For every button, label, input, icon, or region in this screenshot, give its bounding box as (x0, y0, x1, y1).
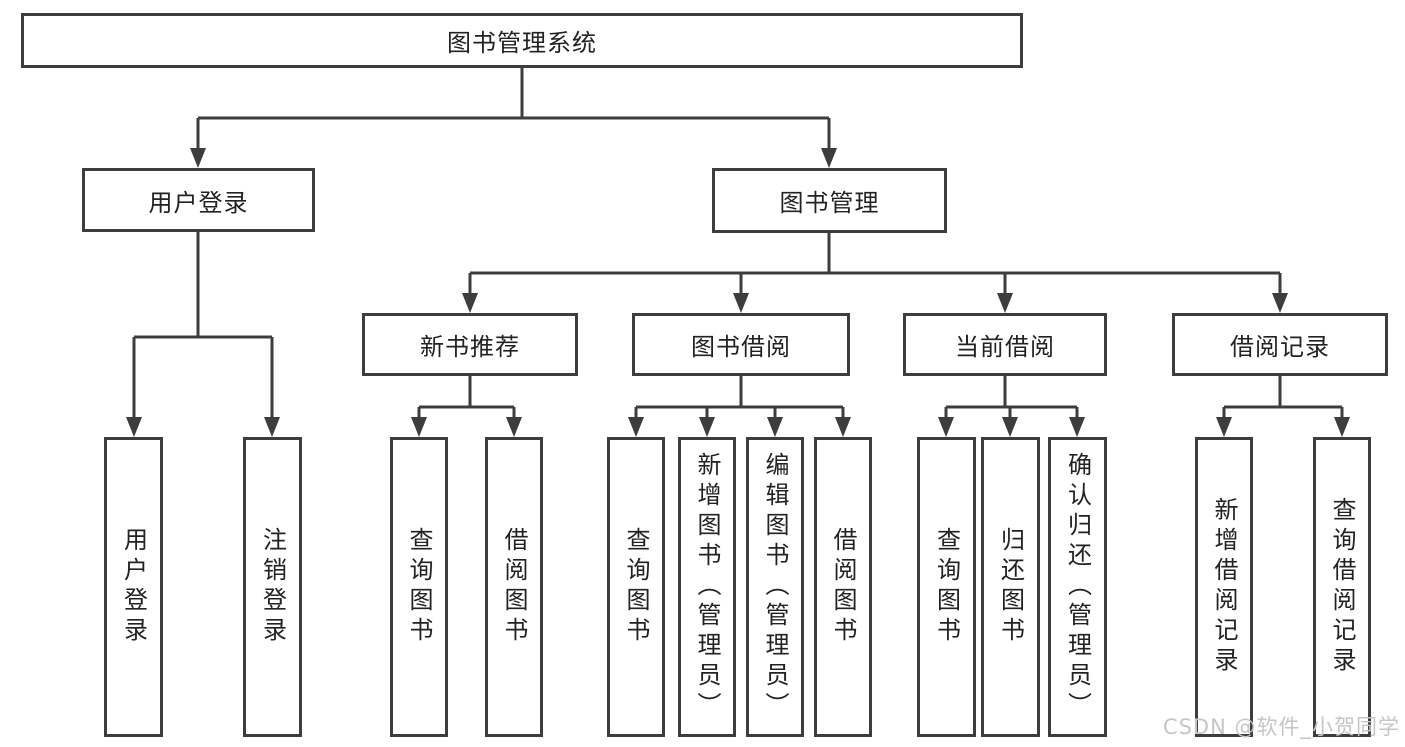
root-node-label: 图书管理系统 (447, 29, 597, 57)
leaf-add-book-admin: 新增图书（管理员） (678, 437, 736, 737)
leaf-query-book-3: 查询图书 (917, 437, 976, 737)
leaf-query-book-1: 查询图书 (390, 437, 448, 737)
leaf-label: 查询图书 (932, 527, 961, 647)
leaf-label: 归还图书 (996, 527, 1025, 647)
leaf-label: 查询图书 (405, 527, 433, 647)
leaf-label: 注销登录 (258, 527, 287, 647)
leaf-label: 借阅图书 (500, 527, 528, 647)
node-book-borrow: 图书借阅 (632, 313, 850, 376)
arrowhead-icons (126, 148, 1350, 437)
leaf-borrow-book-2: 借阅图书 (814, 437, 872, 737)
node-new-book-recommend: 新书推荐 (362, 313, 578, 376)
leaf-label: 新增图书（管理员） (693, 452, 721, 722)
leaf-query-borrow-record: 查询借阅记录 (1313, 437, 1371, 737)
node-user-login: 用户登录 (82, 168, 315, 232)
node-current-borrow-label: 当前借阅 (955, 333, 1055, 361)
node-user-login-label: 用户登录 (148, 188, 249, 217)
leaf-label: 新增借阅记录 (1210, 497, 1238, 677)
leaf-label: 确认归还（管理员） (1063, 452, 1092, 722)
leaf-label: 查询借阅记录 (1328, 497, 1356, 677)
leaf-query-book-2: 查询图书 (607, 437, 665, 737)
node-borrow-record-label: 借阅记录 (1230, 333, 1330, 361)
leaf-edit-book-admin: 编辑图书（管理员） (746, 437, 804, 737)
node-current-borrow: 当前借阅 (903, 313, 1107, 376)
root-node-system: 图书管理系统 (21, 13, 1023, 68)
leaf-logout: 注销登录 (243, 437, 302, 737)
node-book-management-label: 图书管理 (779, 189, 880, 217)
leaf-label: 查询图书 (622, 527, 650, 647)
leaf-user-login: 用户登录 (104, 437, 163, 737)
node-new-book-recommend-label: 新书推荐 (420, 333, 520, 361)
node-book-management: 图书管理 (712, 168, 947, 233)
leaf-borrow-book-1: 借阅图书 (485, 437, 543, 737)
leaf-add-borrow-record: 新增借阅记录 (1195, 437, 1253, 737)
node-borrow-record: 借阅记录 (1172, 313, 1388, 376)
leaf-label: 编辑图书（管理员） (761, 452, 789, 722)
leaf-label: 借阅图书 (829, 527, 857, 647)
node-book-borrow-label: 图书借阅 (691, 333, 791, 361)
leaf-confirm-return-admin: 确认归还（管理员） (1048, 437, 1107, 737)
leaf-return-book: 归还图书 (981, 437, 1040, 737)
leaf-label: 用户登录 (119, 527, 148, 647)
csdn-watermark: CSDN @软件_小贺同学 (1162, 715, 1400, 739)
